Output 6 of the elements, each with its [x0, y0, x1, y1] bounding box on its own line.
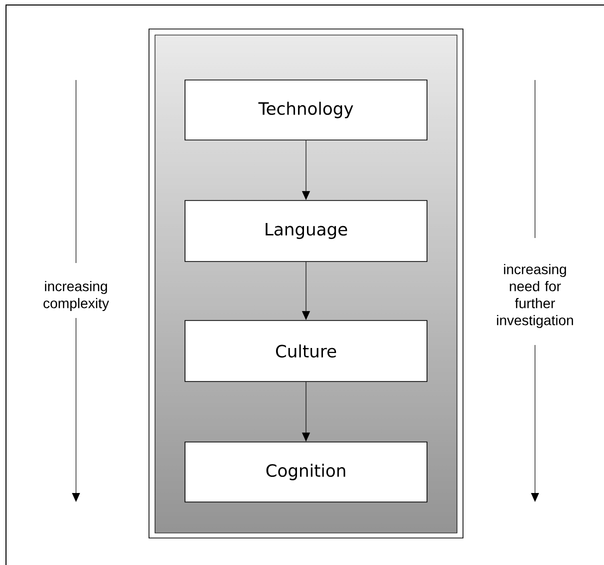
process-box: Culture	[184, 320, 428, 382]
process-box: Cognition	[184, 442, 428, 502]
process-box: Technology	[184, 80, 428, 140]
side-label: increasing need for further investigation	[497, 264, 573, 328]
process-box: Language	[184, 200, 428, 262]
side-label: increasing complexity	[44, 280, 110, 312]
